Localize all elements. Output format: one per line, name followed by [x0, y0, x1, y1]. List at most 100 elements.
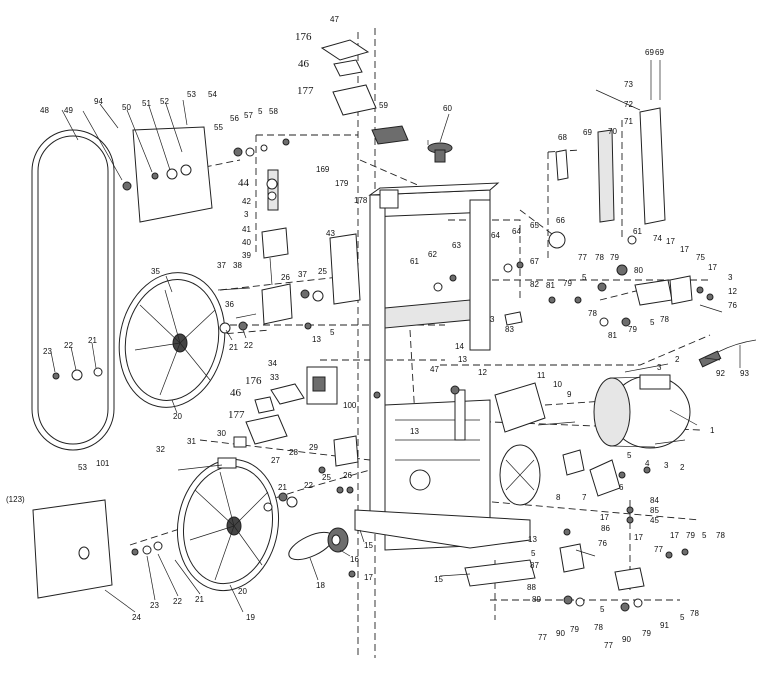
label-78c: 78 [660, 315, 669, 324]
label-30: 30 [217, 429, 226, 438]
label-169: 169 [316, 165, 330, 174]
label-76: 76 [728, 301, 737, 310]
label-52: 52 [160, 97, 169, 106]
label-75: 75 [696, 253, 705, 262]
label-21c: 21 [195, 595, 204, 604]
upper-cover-boss [180, 164, 192, 176]
label-17g: 17 [670, 531, 679, 540]
label-42: 42 [242, 197, 251, 206]
label-3d: 3 [657, 363, 662, 372]
label-47: 47 [330, 15, 339, 24]
main-frame [354, 182, 531, 551]
label-13d: 13 [528, 535, 537, 544]
label-13a: 13 [312, 335, 321, 344]
label-72: 72 [624, 100, 633, 109]
right-guide-block [634, 279, 673, 306]
label-85: 85 [650, 506, 659, 515]
label-78b: 78 [595, 253, 604, 262]
label-92: 92 [716, 369, 725, 378]
label-32: 32 [156, 445, 165, 454]
label-29: 29 [309, 443, 318, 452]
label-6: 6 [619, 483, 624, 492]
label-46b: 46 [230, 387, 242, 399]
label-26b: 26 [343, 471, 352, 480]
label-12a: 12 [728, 287, 737, 296]
lower-guide-block [614, 567, 645, 591]
upper-guide-column [267, 169, 279, 211]
label-177b: 177 [228, 409, 245, 421]
switch-plate-46 [254, 396, 275, 414]
label-79c: 79 [628, 325, 637, 334]
label-10: 10 [553, 380, 562, 389]
label-179: 179 [335, 179, 349, 188]
label-13b: 13 [458, 355, 467, 364]
label-18: 18 [316, 581, 325, 590]
label-31: 31 [187, 437, 196, 446]
label-17c: 17 [708, 263, 717, 272]
label-176b: 176 [245, 375, 262, 387]
leader-lines [50, 89, 741, 613]
label-94: 94 [94, 97, 103, 106]
label-123: (123) [6, 495, 25, 504]
label-58: 58 [269, 107, 278, 116]
label-93: 93 [740, 369, 749, 378]
label-5b: 5 [330, 328, 335, 337]
label-15a: 15 [364, 541, 373, 550]
switch-box-177 [245, 414, 288, 445]
label-38: 38 [233, 261, 242, 270]
label-77d: 77 [604, 641, 613, 650]
label-61a: 61 [410, 257, 419, 266]
label-11: 11 [537, 371, 546, 380]
label-14: 14 [455, 342, 464, 351]
bolts [217, 60, 686, 557]
label-12b: 12 [478, 368, 487, 377]
blade-guard-bracket [261, 227, 289, 259]
label-88: 88 [527, 583, 536, 592]
label-82: 82 [530, 280, 539, 289]
label-17a: 17 [666, 237, 675, 246]
bracket-29 [333, 435, 359, 467]
lower-wheel-cover [32, 499, 113, 599]
label-59: 59 [379, 101, 388, 110]
label-69c: 69 [655, 48, 664, 57]
top-bracket [333, 59, 363, 77]
label-78d: 78 [716, 531, 725, 540]
label-25b: 25 [322, 473, 331, 482]
label-65: 65 [530, 221, 539, 230]
top-switch-box [332, 84, 377, 116]
label-79d: 79 [686, 531, 695, 540]
label-21b: 21 [88, 336, 97, 345]
label-47b: 47 [430, 365, 439, 374]
bearing-80 [616, 264, 628, 276]
label-77a: 77 [578, 253, 587, 262]
label-176: 176 [295, 31, 312, 43]
label-8: 8 [556, 493, 561, 502]
label-53: 53 [187, 90, 196, 99]
label-1: 1 [710, 426, 715, 435]
label-48: 48 [40, 106, 49, 115]
label-33: 33 [270, 373, 279, 382]
rail-lower [597, 129, 615, 223]
label-78e: 78 [594, 623, 603, 632]
label-71: 71 [624, 117, 633, 126]
label-53b: 53 [78, 463, 87, 472]
label-17b: 17 [680, 245, 689, 254]
label-77c: 77 [538, 633, 547, 642]
label-64a: 64 [491, 231, 500, 240]
label-5c: 5 [582, 273, 587, 282]
blade-loop-inner [37, 135, 109, 445]
label-100: 100 [343, 401, 357, 410]
label-177: 177 [297, 85, 314, 97]
part-labels: 47 176 46 177 59 60 68 69 69 69 70 71 72… [6, 15, 749, 650]
label-39: 39 [242, 251, 251, 260]
label-80: 80 [634, 266, 643, 275]
top-label-plate [320, 39, 370, 61]
label-55: 55 [214, 123, 223, 132]
label-51: 51 [142, 99, 151, 108]
label-34: 34 [268, 359, 277, 368]
lower-wheel [176, 458, 280, 592]
pulley-16 [327, 527, 349, 553]
lower-guide-bracket [559, 543, 585, 573]
label-2a: 2 [675, 355, 680, 364]
